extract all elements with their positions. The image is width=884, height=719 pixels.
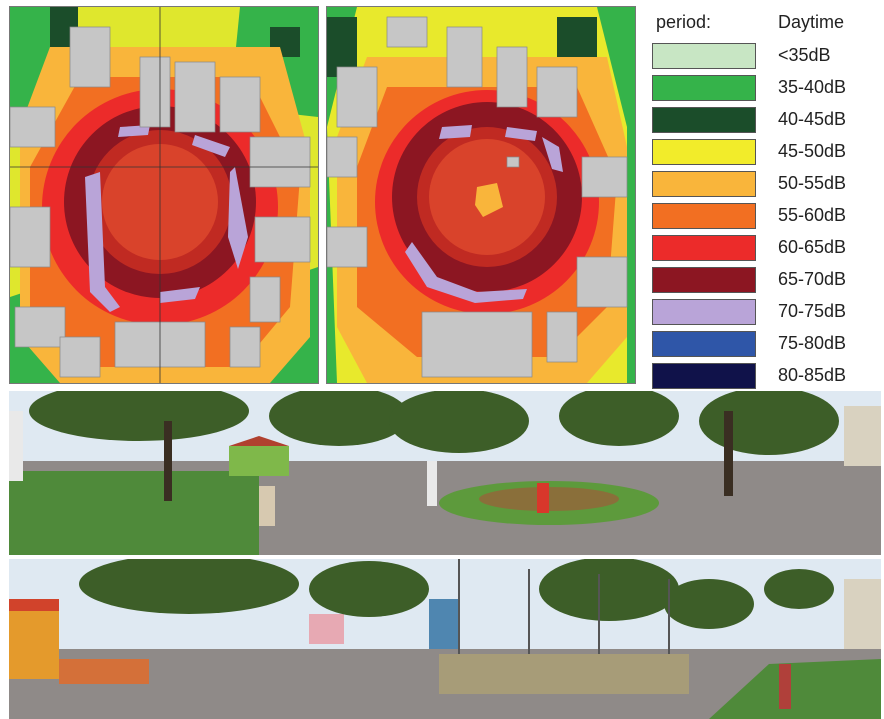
legend-swatch — [652, 363, 756, 389]
legend-swatch — [652, 75, 756, 101]
legend-row: 60-65dB — [644, 232, 880, 264]
legend-swatch — [652, 331, 756, 357]
legend-header: period: Daytime — [644, 8, 880, 34]
noise-map-right — [326, 6, 636, 384]
noise-legend: period: Daytime <35dB 35-40dB 40-45dB 45… — [644, 6, 880, 389]
legend-label: 80-85dB — [778, 365, 847, 385]
legend-label: 35-40dB — [778, 77, 847, 97]
legend-row: 40-45dB — [644, 104, 880, 136]
legend-row: 45-50dB — [644, 136, 880, 168]
legend-swatch — [652, 171, 756, 197]
legend-swatch — [652, 299, 756, 325]
noise-map-left — [9, 6, 319, 384]
panorama-photo-bottom — [9, 559, 881, 719]
legend-label: 65-70dB — [778, 269, 847, 289]
panorama-photo-top — [9, 391, 881, 555]
legend-swatch — [652, 267, 756, 293]
legend-row: 80-85dB — [644, 360, 880, 392]
legend-period-value: Daytime — [778, 12, 845, 32]
noise-map-left-graphic — [10, 7, 318, 383]
legend-swatch — [652, 203, 756, 229]
legend-row: <35dB — [644, 40, 880, 72]
legend-label: 60-65dB — [778, 237, 847, 257]
legend-label: 75-80dB — [778, 333, 847, 353]
legend-label: 55-60dB — [778, 205, 847, 225]
legend-swatch — [652, 235, 756, 261]
legend-label: 40-45dB — [778, 109, 847, 129]
legend-row: 75-80dB — [644, 328, 880, 360]
noise-map-right-graphic — [327, 7, 635, 383]
legend-label: 45-50dB — [778, 141, 847, 161]
legend-label: <35dB — [778, 45, 831, 65]
panorama-top-graphic — [9, 391, 881, 555]
legend-row: 70-75dB — [644, 296, 880, 328]
legend-label: 50-55dB — [778, 173, 847, 193]
legend-swatch — [652, 43, 756, 69]
legend-swatch — [652, 107, 756, 133]
legend-row: 50-55dB — [644, 168, 880, 200]
legend-label: 70-75dB — [778, 301, 847, 321]
legend-row: 55-60dB — [644, 200, 880, 232]
legend-period-label: period: — [656, 12, 712, 32]
legend-swatch — [652, 139, 756, 165]
legend-row: 35-40dB — [644, 72, 880, 104]
legend-row: 65-70dB — [644, 264, 880, 296]
panorama-bottom-graphic — [9, 559, 881, 719]
